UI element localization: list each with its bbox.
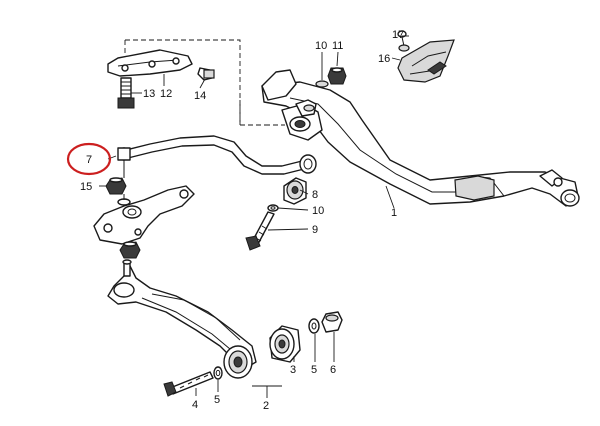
callout-1: 1 xyxy=(391,207,397,219)
washer-10-strut xyxy=(267,204,279,212)
knuckle-plate xyxy=(93,185,195,245)
callout-10-strut: 10 xyxy=(312,205,324,217)
washer-10-top xyxy=(315,80,329,88)
callout-3: 3 xyxy=(290,364,296,376)
bushing-8 xyxy=(283,177,307,205)
callout-12: 12 xyxy=(160,88,172,100)
bushing-3 xyxy=(269,325,301,363)
callout-17: 17 xyxy=(392,29,404,41)
callout-2: 2 xyxy=(263,400,269,412)
callout-5-right: 5 xyxy=(311,364,317,376)
callout-16: 16 xyxy=(378,53,390,65)
knuckle-nut xyxy=(119,241,141,259)
callout-7: 7 xyxy=(86,154,92,166)
arm-bushing xyxy=(223,345,253,379)
callout-8: 8 xyxy=(312,189,318,201)
callout-15: 15 xyxy=(80,181,92,193)
bolt-13 xyxy=(117,77,135,109)
callout-4: 4 xyxy=(192,399,198,411)
highlight-circle xyxy=(66,142,112,176)
callout-11: 11 xyxy=(332,40,343,52)
nut-6 xyxy=(321,311,343,333)
leader-lines xyxy=(99,35,409,398)
bracket-12 xyxy=(107,49,193,77)
bolt-9 xyxy=(245,211,275,251)
callout-6: 6 xyxy=(330,364,336,376)
nut-15 xyxy=(105,172,127,195)
washer-5-right xyxy=(308,318,320,334)
bolt-17 xyxy=(397,30,410,52)
stabilizer-bar xyxy=(117,135,317,175)
callout-5-left: 5 xyxy=(214,394,220,406)
callout-14: 14 xyxy=(194,90,206,102)
nut-11 xyxy=(327,67,347,85)
bolt-4 xyxy=(163,371,214,397)
callout-10-top: 10 xyxy=(315,40,327,52)
bracket-16 xyxy=(397,39,455,83)
mount-bracket xyxy=(261,69,323,141)
reference-frame xyxy=(124,39,285,126)
callouts: 7 15 13 12 14 10 11 17 16 1 8 10 9 4 5 2… xyxy=(80,29,404,412)
callout-13: 13 xyxy=(143,88,155,100)
washer-5-left xyxy=(213,366,223,380)
callout-9: 9 xyxy=(312,224,318,236)
screw-14 xyxy=(197,67,215,81)
crossmember-1 xyxy=(261,81,580,207)
